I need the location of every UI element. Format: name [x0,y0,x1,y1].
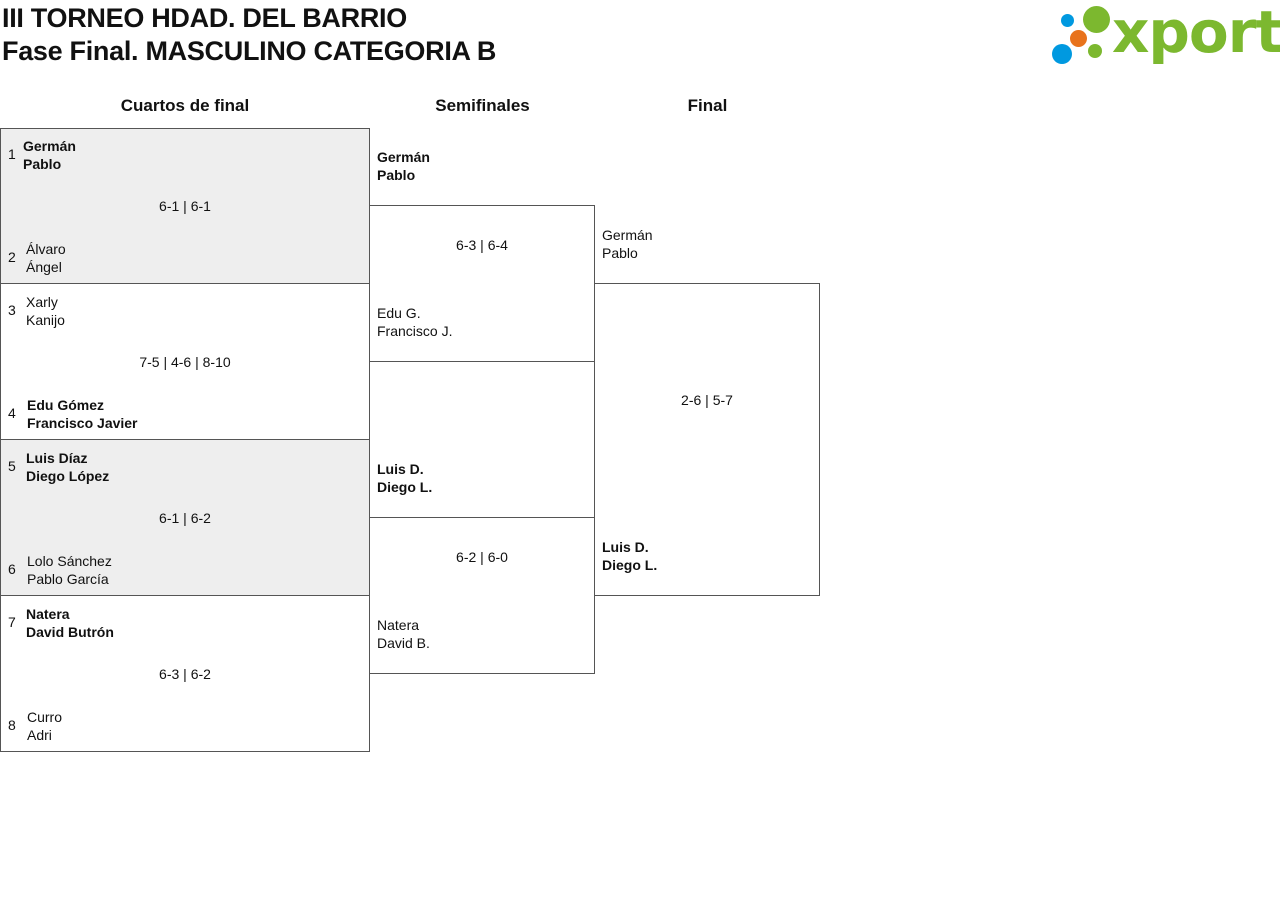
semifinal-match-1[interactable]: 6-3 | 6-4 Edu G. Francisco J. [369,205,595,362]
seed-number: 1 [8,146,16,162]
final-match[interactable]: 2-6 | 5-7 Luis D. Diego L. [594,283,820,596]
seed-number: 7 [8,614,16,630]
final-team-top: Germán Pablo [602,226,653,262]
quarterfinal-match-4[interactable]: 7 Natera David Butrón 6-3 | 6-2 8 Curro … [0,595,370,752]
team-top: Germán Pablo [23,137,76,173]
seed-number: 8 [8,717,16,733]
round-header-quarterfinals: Cuartos de final [120,96,250,115]
player-name: Diego L. [602,557,658,573]
logo-dot-blue-large [1052,44,1072,64]
player-name: Lolo Sánchez [27,553,112,569]
player-name: David B. [377,635,430,651]
player-name: Luis Díaz [26,450,88,466]
team-top: Luis Díaz Diego López [26,449,109,485]
player-name: Curro [27,709,63,725]
player-name: Diego L. [377,479,433,495]
semifinal-1-team-top: Germán Pablo [377,148,430,184]
quarterfinal-match-1[interactable]: 1 Germán Pablo 6-1 | 6-1 2 Álvaro Ángel [0,128,370,284]
team-bottom: Curro Adri [27,708,62,744]
seed-number: 3 [8,302,16,318]
player-name: Edu G. [377,305,421,321]
match-score: 6-3 | 6-2 [159,666,211,682]
player-name: Luis D. [377,461,424,477]
player-name: Pablo [23,156,62,172]
seed-number: 6 [8,561,16,577]
player-name: Adri [27,727,52,743]
team-top: Natera David Butrón [26,605,114,641]
logo-wordmark: xporty [1112,0,1280,66]
player-name: Germán [377,149,430,165]
match-score: 6-3 | 6-4 [456,237,508,253]
match-score: 6-2 | 6-0 [456,549,508,565]
player-name: Francisco Javier [27,415,138,431]
quarterfinal-match-3[interactable]: 5 Luis Díaz Diego López 6-1 | 6-2 6 Lolo… [0,439,370,596]
match-score: 6-1 | 6-2 [159,510,211,526]
player-name: Ángel [26,259,62,275]
title-line-1: III TORNEO HDAD. DEL BARRIO [2,3,407,33]
seed-number: 2 [8,249,16,265]
player-name: Natera [26,606,70,622]
team-bottom: Edu Gómez Francisco Javier [27,396,138,432]
title-line-2: Fase Final. MASCULINO CATEGORIA B [2,36,497,66]
player-name: Francisco J. [377,323,453,339]
logo-dot-green [1083,6,1110,33]
seed-number: 5 [8,458,16,474]
team-bottom: Álvaro Ángel [26,240,66,276]
player-name: Natera [377,617,420,633]
player-name: David Butrón [26,624,114,640]
quarterfinal-match-2[interactable]: 3 Xarly Kanijo 7-5 | 4-6 | 8-10 4 Edu Gó… [0,283,370,440]
semifinal-2-team-bottom: Natera David B. [377,616,430,652]
tournament-title: III TORNEO HDAD. DEL BARRIO Fase Final. … [2,2,496,68]
match-score: 6-1 | 6-1 [159,198,211,214]
semifinal-1-team-bottom: Edu G. Francisco J. [377,304,452,340]
player-name: Xarly [26,294,58,310]
logo-dot-orange [1070,30,1087,47]
round-header-semifinals: Semifinales [435,96,530,115]
match-score: 2-6 | 5-7 [681,392,733,408]
player-name: Luis D. [602,539,649,555]
player-name: Germán [23,138,76,154]
player-name: Diego López [26,468,110,484]
final-team-bottom: Luis D. Diego L. [602,538,657,574]
logo-dot-blue [1061,14,1074,27]
player-name: Pablo [377,167,416,183]
player-name: Kanijo [26,312,65,328]
match-score: 7-5 | 4-6 | 8-10 [139,354,231,370]
seed-number: 4 [8,405,16,421]
player-name: Edu Gómez [27,397,105,413]
player-name: Pablo [602,245,638,261]
round-header-final: Final [687,96,728,115]
semifinal-match-2[interactable]: 6-2 | 6-0 Natera David B. [369,517,595,674]
xporty-logo[interactable]: xporty [1050,0,1280,68]
player-name: Pablo García [27,571,109,587]
team-bottom: Lolo Sánchez Pablo García [27,552,112,588]
player-name: Germán [602,227,653,243]
logo-dot-green-small [1088,44,1102,58]
semifinal-2-team-top: Luis D. Diego L. [377,460,432,496]
player-name: Álvaro [26,241,66,257]
team-top: Xarly Kanijo [26,293,65,329]
